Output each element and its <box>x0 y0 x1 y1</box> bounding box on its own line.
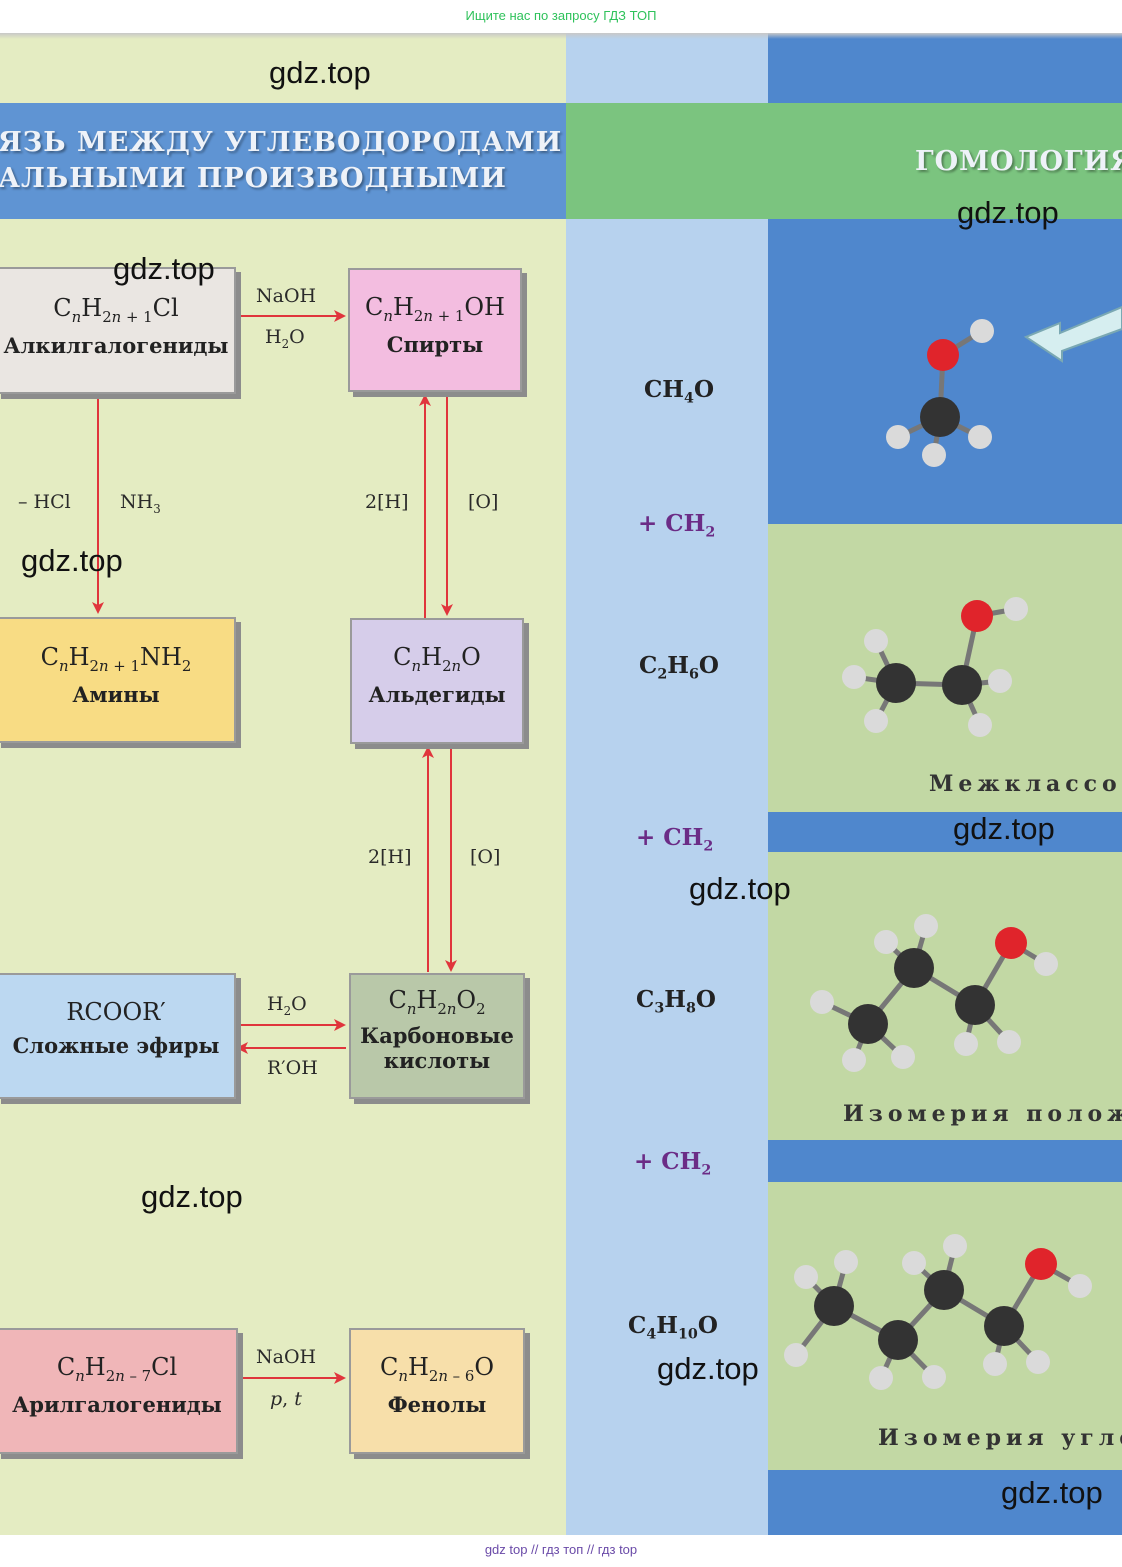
water-label: H2O <box>265 326 305 351</box>
aldehydes-formula: CnH2nO <box>393 643 481 675</box>
propanol-molecule-icon <box>810 914 1058 1072</box>
esters-formula: RCOOR′ <box>66 998 166 1026</box>
watermark: gdz.top <box>957 195 1059 230</box>
watermark: gdz.top <box>113 251 215 286</box>
phenols-name: Фенолы <box>387 1392 487 1418</box>
amines-box: CnH2n + 1NH2 Амины <box>0 617 236 743</box>
carboxylic-acids-name-line-1: Карбоновые <box>360 1023 514 1049</box>
aldehydes-box: CnH2nO Альдегиды <box>350 618 524 744</box>
left-heading-line-2: АЛЬНЫМИ ПРОИЗВОДНЫМИ <box>0 163 507 194</box>
top-banner-text[interactable]: Ищите нас по запросу ГДЗ ТОП <box>465 8 657 23</box>
panel-separator <box>768 812 1122 852</box>
carboxylic-acids-box: CnH2nO2 Карбоновые кислоты <box>349 973 525 1099</box>
aldehydes-name: Альдегиды <box>368 682 506 708</box>
top-banner-bar <box>0 0 1122 33</box>
methanol-molecule-icon <box>886 319 994 467</box>
carbon-skeleton-isomerism-caption: Изомерия углер <box>878 1425 1122 1451</box>
alcohols-name: Спирты <box>386 332 484 358</box>
methanol-panel <box>768 219 1122 524</box>
bottom-banner-bar <box>0 1535 1122 1567</box>
panel-separator <box>768 1140 1122 1182</box>
methanol-formula: CH4O <box>644 376 715 407</box>
carboxylic-acids-name-line-2: кислоты <box>383 1048 491 1074</box>
watermark: gdz.top <box>269 55 371 90</box>
aryl-halides-formula: CnH2n – 7Cl <box>56 1353 178 1385</box>
top-bar-shadow <box>0 33 1122 39</box>
alcohols-formula: CnH2n + 1OH <box>365 293 505 325</box>
bottom-banner-text[interactable]: gdz top // гдз топ // гдз top <box>484 1542 638 1557</box>
alkyl-halides-formula: CnH2n + 1Cl <box>53 294 179 326</box>
ethanol-panel <box>768 524 1122 812</box>
phenols-formula: CnH2n – 6O <box>379 1353 494 1385</box>
watermark: gdz.top <box>141 1179 243 1214</box>
ammonia-label: NH3 <box>120 491 161 516</box>
pressure-temperature-label: p, t <box>270 1388 302 1410</box>
water-label: H2O <box>267 993 307 1018</box>
right-top-panel <box>768 33 1122 103</box>
oxidation-label: [O] <box>470 846 501 868</box>
reduction-label: 2[H] <box>368 846 412 868</box>
aryl-halides-name: Арилгалогениды <box>12 1392 222 1418</box>
right-heading-band <box>566 103 1122 219</box>
left-heading-line-1: ЯЗЬ МЕЖДУ УГЛЕВОДОРОДАМИ <box>0 127 563 158</box>
watermark: gdz.top <box>657 1351 759 1386</box>
reduction-label: 2[H] <box>365 491 409 513</box>
watermark: gdz.top <box>953 811 1055 846</box>
esters-box: RCOOR′ Сложные эфиры <box>0 973 236 1099</box>
bottom-blue-panel <box>768 1470 1122 1535</box>
aryl-halides-box: CnH2n – 7Cl Арилгалогениды <box>0 1328 238 1454</box>
ethanol-formula: C2H6O <box>639 652 719 683</box>
interclass-isomerism-caption: Межклассов <box>929 771 1122 797</box>
alcohol-roh-label: R′OH <box>267 1057 318 1079</box>
position-isomerism-caption: Изомерия положе <box>843 1101 1122 1127</box>
amines-formula: CnH2n + 1NH2 <box>40 643 192 675</box>
butanol-molecule-icon <box>784 1234 1092 1390</box>
right-heading: ГОМОЛОГИЯ И <box>915 146 1122 177</box>
watermark: gdz.top <box>1001 1475 1103 1510</box>
plus-ch2-label: + CH2 <box>634 1148 712 1179</box>
butanol-panel <box>768 1182 1122 1470</box>
middle-column-background <box>566 33 768 1535</box>
oxidation-label: [O] <box>468 491 499 513</box>
naoh-label: NaOH <box>256 285 317 307</box>
alkyl-halides-box: CnH2n + 1Cl Алкилгалогениды <box>0 267 236 394</box>
watermark: gdz.top <box>689 871 791 906</box>
amines-name: Амины <box>72 682 160 708</box>
watermark: gdz.top <box>21 543 123 578</box>
reaction-arrows <box>92 310 457 1384</box>
alkyl-halides-name: Алкилгалогениды <box>3 333 229 359</box>
carboxylic-acids-formula: CnH2nO2 <box>388 986 486 1018</box>
minus-hcl-label: – HCl <box>18 491 71 513</box>
propanol-formula: C3H8O <box>636 986 716 1017</box>
plus-ch2-label: + CH2 <box>636 824 714 855</box>
esters-name: Сложные эфиры <box>12 1033 220 1059</box>
molecule-models <box>784 305 1122 1390</box>
plus-ch2-label: + CH2 <box>638 510 716 541</box>
alcohols-box: CnH2n + 1OH Спирты <box>348 268 522 392</box>
butanol-formula: C4H10O <box>628 1312 718 1343</box>
naoh-label: NaOH <box>256 1346 317 1368</box>
ethanol-molecule-icon <box>842 597 1028 737</box>
left-heading-band <box>0 103 566 219</box>
pointer-arrow-icon <box>1023 305 1122 363</box>
phenols-box: CnH2n – 6O Фенолы <box>349 1328 525 1454</box>
